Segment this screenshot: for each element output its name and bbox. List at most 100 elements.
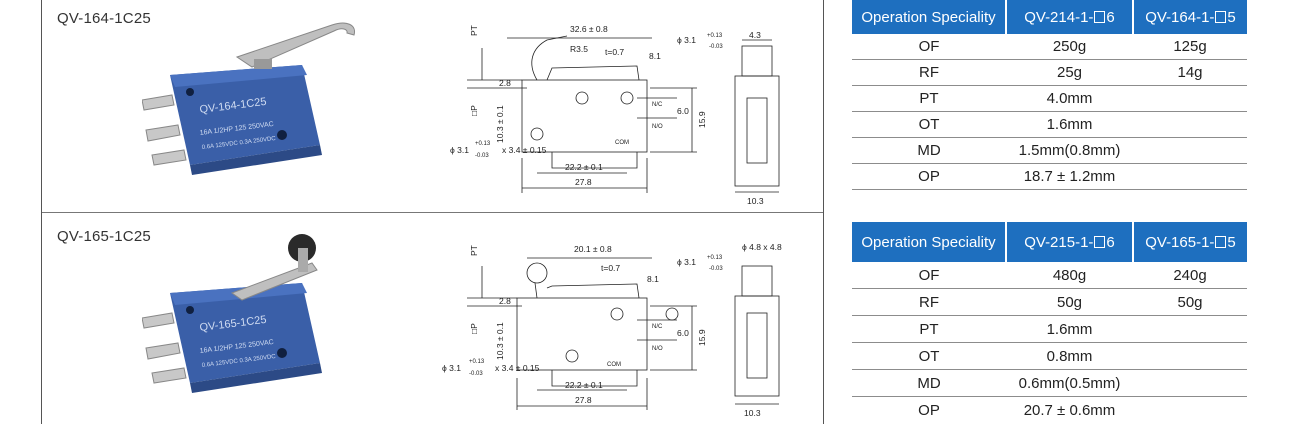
dim-6-0: 6.0 [677, 328, 689, 338]
cell-value: 18.7 ± 1.2mm [1006, 163, 1133, 190]
row-label: PT [852, 85, 1006, 112]
cell-value: 1.6mm [1006, 111, 1133, 138]
dim-thickness: t=0.7 [601, 263, 620, 273]
spec-table: Operation Speciality QV-215-1-6 QV-165-1… [852, 222, 1247, 423]
cell-value: 25g [1006, 59, 1133, 86]
spec-table: Operation Speciality QV-214-1-6 QV-164-1… [852, 0, 1247, 190]
row-label: OP [918, 401, 940, 419]
hole-left-label: ϕ 3.1 [450, 145, 469, 155]
row-label: MD [852, 137, 1006, 164]
no-label: N/O [652, 346, 663, 352]
terminals [142, 312, 187, 384]
hole-top-tol-minus: -0.03 [709, 266, 723, 272]
switch-body [170, 283, 322, 393]
dim-2-8: 2.8 [499, 296, 511, 306]
side-bottom-dim: 10.3 [744, 408, 761, 418]
row-label: OP [852, 163, 1006, 190]
dim-22-2: 22.2 ± 0.1 [565, 380, 603, 390]
header-model-a: QV-215-1-6 [1006, 222, 1134, 262]
dim-15-9: 15.9 [697, 329, 707, 346]
hole-left-tol-minus: -0.03 [475, 153, 489, 159]
hole-left-label: ϕ 3.1 [442, 363, 461, 373]
com-label: COM [607, 362, 621, 368]
switch-body [170, 65, 322, 175]
switch-photo-lever: QV-164-1C25 16A 1/2HP 125 250VAC 0.6A 12… [142, 22, 356, 175]
dim-10-3: 10.3 ± 0.1 [495, 322, 505, 360]
hole-left-tol-plus: +0.13 [469, 359, 485, 365]
hole-top-tol-plus: +0.13 [707, 255, 723, 261]
dim-top: 32.6 ± 0.8 [570, 24, 608, 34]
p-label: □P [469, 323, 479, 334]
cell-value: 125g [1133, 34, 1247, 60]
dim-top: 20.1 ± 0.8 [574, 244, 612, 254]
cell-value: 1.5mm(0.8mm) [1006, 137, 1133, 164]
hole-left-tol-plus: +0.13 [475, 141, 491, 147]
model-title: QV-165-1C25 [57, 228, 151, 245]
table-header-row: Operation Speciality QV-214-1-6 QV-164-1… [852, 0, 1247, 34]
cell-value: 4.0mm [1006, 85, 1133, 112]
dim-6-0: 6.0 [677, 106, 689, 116]
row-label: RF [852, 288, 1006, 316]
row-label: OF [852, 262, 1006, 289]
cell-value: 1.6mm [1006, 315, 1133, 343]
dim-15-9: 15.9 [697, 111, 707, 128]
cell-value: 50g [1006, 288, 1133, 316]
row-label: OT [852, 111, 1006, 138]
nc-label: N/C [652, 324, 663, 330]
cell-value: 0.6mm(0.5mm) [1006, 369, 1133, 397]
dim-10-3: 10.3 ± 0.1 [495, 105, 505, 143]
hole-top-label: ϕ 3.1 [677, 257, 696, 267]
no-label: N/O [652, 124, 663, 130]
hole-top-label: ϕ 3.1 [677, 35, 696, 45]
cell-value: 480g [1006, 262, 1133, 289]
box-icon [1094, 235, 1106, 248]
hole-top-tol-plus: +0.13 [707, 33, 723, 39]
box-icon [1215, 235, 1227, 248]
dimension-drawing-roller: PT □P 20.1 ± 0.8 t=0.7 8.1 ϕ 3.1 +0.13 -… [442, 242, 782, 418]
cell-value: 20.7 ± 0.6mm [1023, 401, 1116, 419]
pt-label: PT [469, 25, 479, 36]
cell-value: 0.8mm [1006, 342, 1133, 370]
lever-arm [235, 22, 356, 68]
lever-arm [230, 262, 318, 301]
switch-photo-roller: QV-165-1C25 16A 1/2HP 125 250VAC 0.6A 12… [142, 234, 322, 393]
box-icon [1094, 10, 1106, 23]
dim-27-8: 27.8 [575, 177, 592, 187]
row-label: RF [852, 59, 1006, 86]
hole-left-dim: x 3.4 ± 0.15 [502, 145, 547, 155]
dim-8-1: 8.1 [649, 51, 661, 61]
header-operation-speciality: Operation Speciality [852, 222, 1007, 262]
pt-label: PT [469, 245, 479, 256]
cell-value: 250g [1006, 34, 1133, 60]
header-model-a: QV-214-1-6 [1006, 0, 1134, 34]
terminals [142, 94, 187, 166]
row-label: OF [852, 34, 1006, 60]
dim-thickness: t=0.7 [605, 47, 624, 57]
side-bottom-dim: 10.3 [747, 196, 764, 206]
table-header-row: Operation Speciality QV-215-1-6 QV-165-1… [852, 222, 1247, 262]
side-top-dim: ϕ 4.8 x 4.8 [742, 242, 782, 252]
dim-8-1: 8.1 [647, 274, 659, 284]
hole-left-tol-minus: -0.03 [469, 371, 483, 377]
cell-value: 14g [1133, 59, 1247, 86]
model-title: QV-164-1C25 [57, 10, 151, 27]
dim-27-8: 27.8 [575, 395, 592, 405]
header-model-b: QV-164-1-5 [1133, 0, 1247, 34]
hole-top-tol-minus: -0.03 [709, 44, 723, 50]
dimension-drawing-lever: PT □P 32.6 ± 0.8 R3.5 t=0.7 8.1 ϕ 3.1 +0… [450, 24, 780, 206]
header-model-b: QV-165-1-5 [1133, 222, 1247, 262]
section-divider [42, 212, 823, 213]
table-row: OP 20.7 ± 0.6mm [852, 397, 1247, 424]
side-top-dim: 4.3 [749, 30, 761, 40]
